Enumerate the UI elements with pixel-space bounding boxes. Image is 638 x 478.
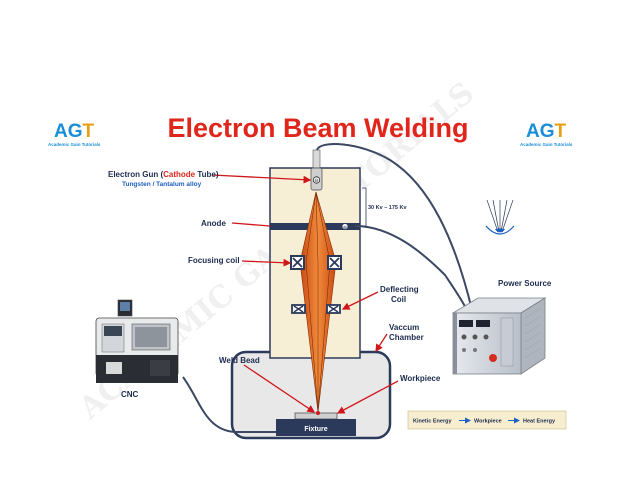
- vacuum-chamber-label-1: Vaccum: [389, 323, 419, 332]
- deflecting-coil-label-1: Deflecting: [380, 285, 419, 294]
- logo-right-text: AGT: [526, 121, 567, 142]
- fixture-label: Fixture: [304, 426, 327, 433]
- pointer-lines: [211, 174, 399, 414]
- logo-left: AGT Academic Gain Tutorials: [48, 121, 101, 147]
- anode-symbol: ⊕: [343, 225, 347, 231]
- cnc-cable: [182, 376, 276, 433]
- cnc-machine: [95, 299, 179, 383]
- focusing-coil: [290, 255, 342, 270]
- cathode-cable: [316, 143, 473, 311]
- anode-cable: [354, 225, 469, 313]
- logo-right: AGT Academic Gain Tutorials: [520, 121, 573, 147]
- weld-bead: [316, 411, 320, 415]
- energy-flow-box: Kinetic Energy Workpiece Heat Energy: [407, 410, 567, 430]
- workpiece: [294, 412, 338, 420]
- electron-gun-material: Tungsten / Tantalum alloy: [122, 181, 202, 188]
- energy-step-heat: Heat Energy: [523, 419, 556, 425]
- cnc-label: CNC: [121, 390, 139, 399]
- power-source-label: Power Source: [498, 279, 552, 288]
- anode-label: Anode: [201, 219, 226, 228]
- deflecting-coil: [291, 304, 341, 314]
- energy-step-kinetic: Kinetic Energy: [413, 419, 452, 425]
- workpiece-label: Workpiece: [400, 374, 441, 383]
- logo-left-caption: Academic Gain Tutorials: [48, 142, 101, 147]
- energy-step-workpiece: Workpiece: [474, 419, 502, 425]
- beam-deflection-icon: [485, 199, 515, 235]
- cables: [182, 143, 473, 433]
- electron-gun-label: Electron Gun (Cathode Tube): [108, 170, 219, 179]
- fixture: [276, 419, 356, 436]
- weld-bead-label: Weld Bead: [219, 356, 260, 365]
- page-title: Electron Beam Welding: [167, 113, 468, 143]
- power-source: [451, 297, 547, 375]
- electron-gun: ⊖: [310, 149, 323, 191]
- logo-right-caption: Academic Gain Tutorials: [520, 142, 573, 147]
- voltage-label: 30 Kv – 175 Kv: [368, 205, 407, 211]
- vacuum-chamber-label-2: Chamber: [389, 333, 424, 342]
- voltage-bracket: [362, 187, 367, 227]
- logo-left-text: AGT: [54, 121, 95, 142]
- focusing-coil-label: Focusing coil: [188, 256, 240, 265]
- anode-terminal: [341, 223, 349, 230]
- deflecting-coil-label-2: Coil: [391, 295, 406, 304]
- cathode-symbol: ⊖: [314, 178, 318, 184]
